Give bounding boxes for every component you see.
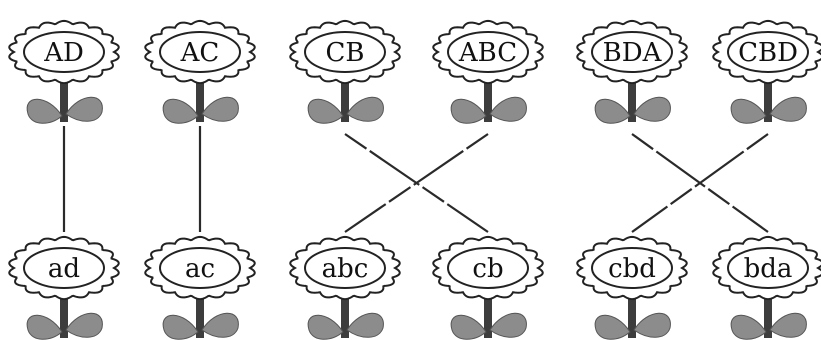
flower-label: ac: [185, 254, 215, 284]
leaf-left: [594, 98, 631, 124]
connection-CBD-cbd: [631, 133, 769, 233]
top-flower-abc: ABC: [432, 19, 544, 124]
leaf-right: [201, 312, 239, 338]
flower-label: cb: [472, 254, 503, 284]
top-flower-bda: BDA: [576, 19, 688, 124]
flower-label: AD: [43, 38, 84, 68]
bottom-flower-ac: ac: [144, 235, 256, 340]
top-flower-ac: AC: [144, 19, 256, 124]
flower-center: [447, 31, 529, 73]
flower-center: [23, 247, 105, 289]
top-flower-cbd: CBD: [712, 19, 821, 124]
top-flower-cb: CB: [289, 19, 401, 124]
leaf-left: [730, 314, 767, 340]
top-flower-ad: AD: [8, 19, 120, 124]
flower-label: abc: [322, 254, 369, 284]
leaf-left: [162, 98, 199, 124]
leaf-right: [489, 96, 527, 122]
flower-label: ad: [48, 254, 80, 284]
flower-center: [591, 247, 673, 289]
flower-center: [591, 31, 673, 73]
bottom-flower-abc: abc: [289, 235, 401, 340]
leaf-right: [65, 312, 103, 338]
leaf-right: [65, 96, 103, 122]
leaf-right: [769, 96, 807, 122]
flower-center: [304, 247, 386, 289]
bottom-flower-ad: ad: [8, 235, 120, 340]
flower-label: cbd: [608, 254, 656, 284]
flower-label: AC: [180, 38, 220, 68]
leaf-left: [450, 314, 487, 340]
leaf-left: [26, 314, 63, 340]
leaf-right: [769, 312, 807, 338]
flower-label: CBD: [738, 38, 798, 68]
flower-center: [727, 31, 809, 73]
flower-label: CB: [326, 38, 365, 68]
bottom-flower-bda: bda: [712, 235, 821, 340]
bottom-flower-cb: cb: [432, 235, 544, 340]
leaf-right: [346, 96, 384, 122]
leaf-left: [594, 314, 631, 340]
flowers: AD AC CB ABC BDA CBD ad ac abc cb cbd bda: [8, 19, 821, 340]
flower-label: ABC: [458, 38, 517, 68]
flower-center: [23, 31, 105, 73]
connection-lines: [62, 126, 769, 233]
leaf-right: [201, 96, 239, 122]
connection-ABC-abc: [344, 133, 489, 233]
leaf-left: [162, 314, 199, 340]
flower-center: [159, 247, 241, 289]
leaf-left: [26, 98, 63, 124]
leaf-left: [307, 98, 344, 124]
flower-center: [159, 31, 241, 73]
flower-center: [727, 247, 809, 289]
flower-center: [447, 247, 529, 289]
leaf-left: [730, 98, 767, 124]
leaf-right: [633, 312, 671, 338]
flower-label: bda: [744, 254, 793, 284]
leaf-right: [633, 96, 671, 122]
leaf-right: [346, 312, 384, 338]
leaf-left: [307, 314, 344, 340]
leaf-left: [450, 98, 487, 124]
bottom-flower-cbd: cbd: [576, 235, 688, 340]
leaf-right: [489, 312, 527, 338]
flower-label: BDA: [603, 38, 663, 68]
flower-center: [304, 31, 386, 73]
